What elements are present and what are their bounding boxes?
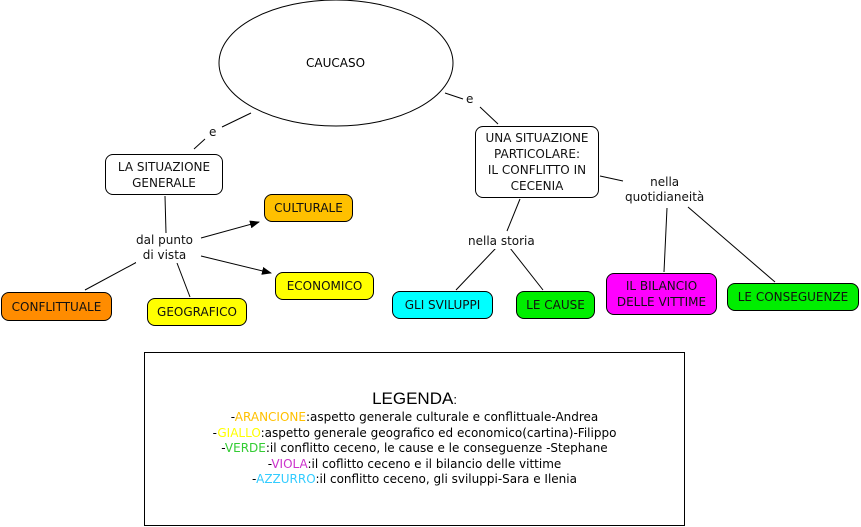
legend-title-suffix: : <box>453 392 457 407</box>
link-dalpunto-conflittuale <box>84 261 138 291</box>
legend-key: GIALLO <box>217 425 261 440</box>
link-storia-cause <box>509 247 544 291</box>
legend-key: VIOLA <box>271 456 308 471</box>
node-situazione-particolare[interactable]: UNA SITUAZIONE PARTICOLARE: IL CONFLITTO… <box>475 126 599 198</box>
link-quotidianeita-bilancio <box>663 207 668 273</box>
legend-entry: -VIOLA:il coflitto ceceno e il bilancio … <box>267 456 562 471</box>
link-dalpunto-culturale <box>200 220 260 239</box>
node-situazione-generale[interactable]: LA SITUAZIONE GENERALE <box>105 154 223 195</box>
link-label-e-right: e <box>466 92 474 107</box>
root-ellipse <box>218 0 454 127</box>
link-generale-dalpunto <box>164 195 167 234</box>
link-root-e-right <box>444 92 464 100</box>
legend-entries: -ARANCIONE:aspetto generale culturale e … <box>145 410 684 488</box>
link-label-nella-storia: nella storia <box>468 234 535 249</box>
link-particolare-quotidianeita <box>599 175 624 182</box>
node-bilancio-vittime[interactable]: IL BILANCIO DELLE VITTIME <box>606 273 717 315</box>
legend-key: AZZURRO <box>256 472 316 486</box>
legend-text: :il conflitto ceceno, le cause e le cons… <box>265 441 608 455</box>
legend-entry: -ARANCIONE:aspetto generale culturale e … <box>230 410 599 424</box>
legend-box: LEGENDA: -ARANCIONE:aspetto generale cul… <box>144 352 685 526</box>
node-economico[interactable]: ECONOMICO <box>275 272 374 300</box>
legend-text: :aspetto generale culturale e conflittua… <box>305 410 599 424</box>
link-label-nella-quotidianeita: nella quotidianeità <box>625 175 705 205</box>
legend-text: :aspetto generale geografico ed economic… <box>260 425 617 440</box>
link-dalpunto-geografico <box>176 262 191 298</box>
link-quotidianeita-conseguenze <box>687 206 776 283</box>
link-label-e-left: e <box>209 125 217 140</box>
link-dalpunto-economico <box>200 255 272 275</box>
link-root-e-left <box>221 112 252 128</box>
node-le-cause[interactable]: LE CAUSE <box>516 291 595 319</box>
link-e-right-particolare <box>479 106 499 125</box>
legend-entry: -GIALLO:aspetto generale geografico ed e… <box>212 425 617 440</box>
legend-entry: -AZZURRO:il conflitto ceceno, gli svilup… <box>252 472 577 486</box>
node-culturale[interactable]: CULTURALE <box>264 194 353 222</box>
link-storia-sviluppi <box>455 247 497 291</box>
legend-title-text: LEGENDA <box>372 389 454 408</box>
node-gli-sviluppi[interactable]: GLI SVILUPPI <box>392 291 493 319</box>
link-label-dal-punto-di-vista: dal punto di vista <box>136 233 193 263</box>
node-conflittuale[interactable]: CONFLITTUALE <box>1 292 112 321</box>
legend-text: :il coflitto ceceno e il bilancio delle … <box>307 456 562 471</box>
legend-key: ARANCIONE <box>234 410 306 424</box>
legend-entry: -VERDE:il conflitto ceceno, le cause e l… <box>221 441 608 455</box>
legend-key: VERDE <box>224 441 266 455</box>
root-node-caucaso[interactable]: CAUCASO <box>306 56 366 70</box>
link-particolare-storia <box>506 198 521 232</box>
legend-text: :il conflitto ceceno, gli sviluppi-Sara … <box>315 472 577 486</box>
link-e-left-generale <box>193 138 206 150</box>
node-geografico[interactable]: GEOGRAFICO <box>147 298 247 326</box>
legend-title: LEGENDA: <box>145 389 684 410</box>
node-le-conseguenze[interactable]: LE CONSEGUENZE <box>727 283 859 311</box>
